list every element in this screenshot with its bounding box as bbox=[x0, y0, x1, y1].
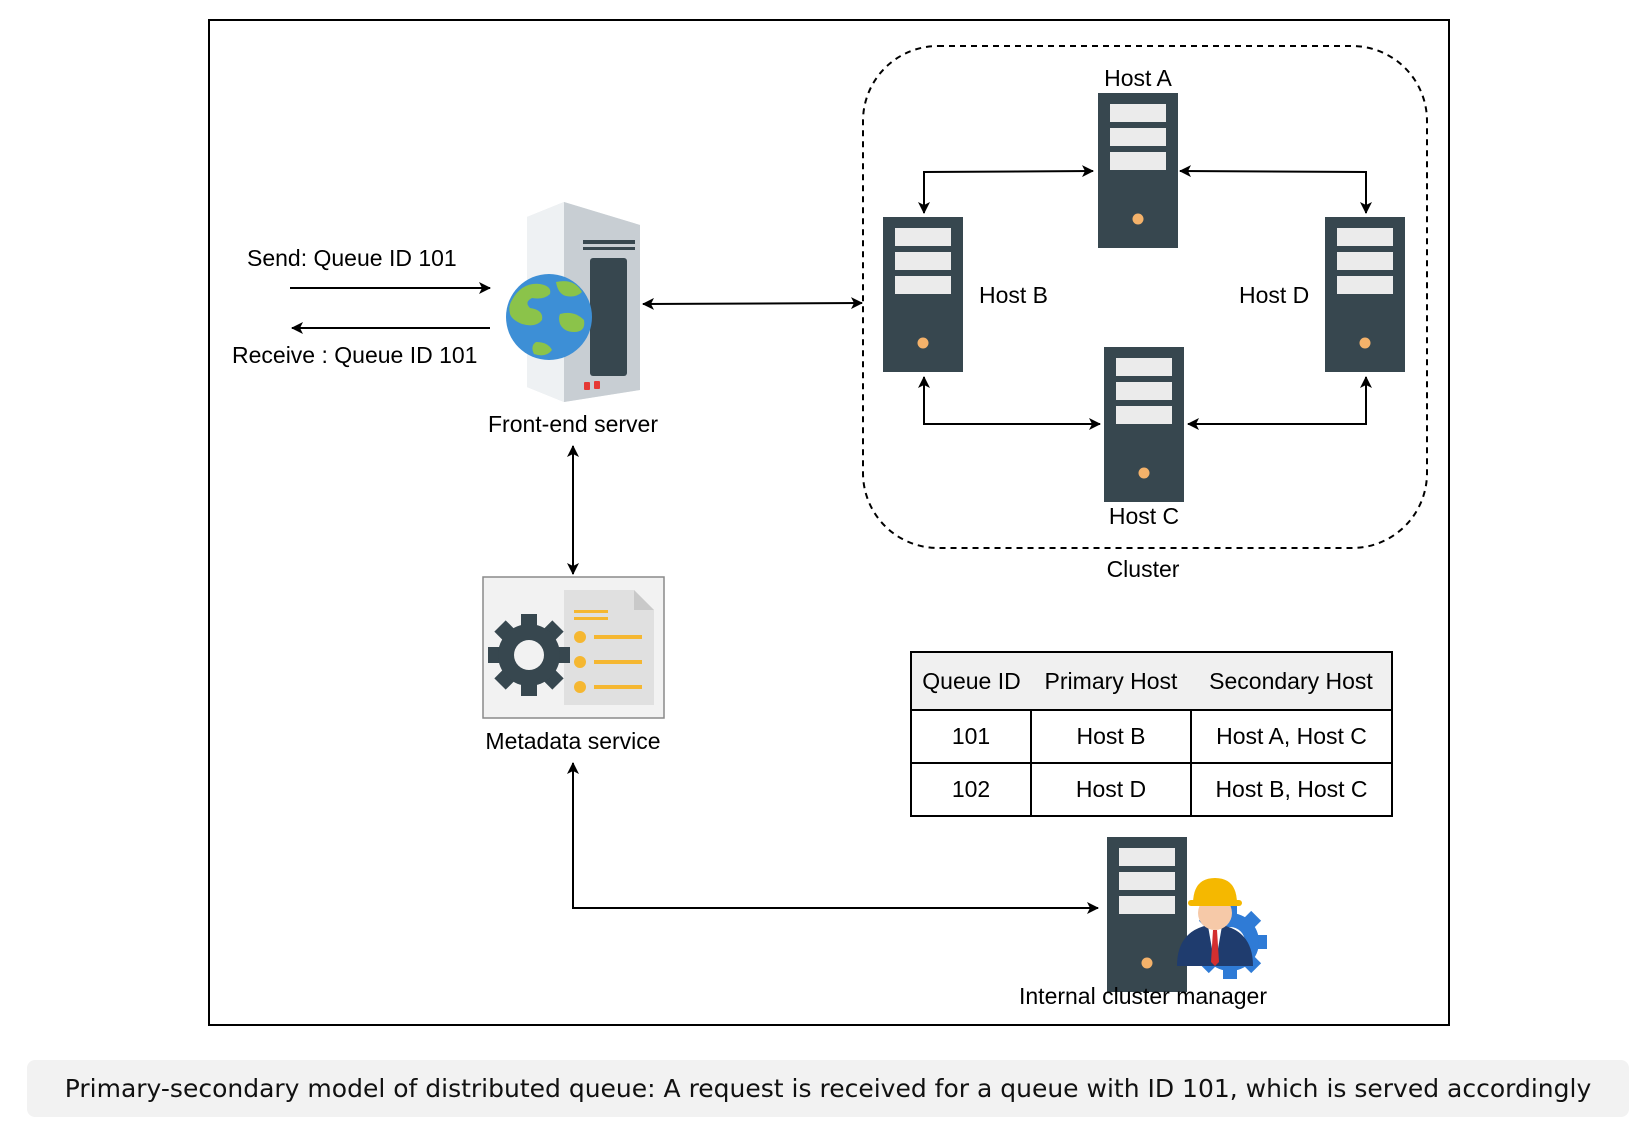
diagram-frame bbox=[208, 19, 1450, 1026]
host-a-label: Host A bbox=[1104, 65, 1172, 91]
internal-cluster-manager-label: Internal cluster manager bbox=[1018, 983, 1268, 1009]
table-cell: Host A, Host C bbox=[1190, 709, 1393, 764]
table-row: 102 Host D Host B, Host C bbox=[910, 762, 1393, 817]
figure-caption: Primary-secondary model of distributed q… bbox=[27, 1060, 1629, 1117]
table-header: Secondary Host bbox=[1191, 651, 1393, 711]
host-d-icon bbox=[1325, 217, 1405, 372]
table-cell: 102 bbox=[910, 762, 1032, 817]
send-label: Send: Queue ID 101 bbox=[247, 245, 457, 271]
host-d-label: Host D bbox=[1239, 282, 1310, 308]
manager-server-icon bbox=[1107, 837, 1187, 992]
table-header: Queue ID bbox=[910, 651, 1031, 711]
metadata-service-label: Metadata service bbox=[485, 728, 661, 754]
host-b-icon bbox=[883, 217, 963, 372]
table-cell: Host B bbox=[1030, 709, 1192, 764]
table-cell: 101 bbox=[910, 709, 1032, 764]
engineer-with-gear-icon bbox=[1177, 878, 1267, 979]
host-b-label: Host B bbox=[979, 282, 1049, 308]
host-a-icon bbox=[1098, 93, 1178, 248]
caption-text: Primary-secondary model of distributed q… bbox=[64, 1074, 1592, 1103]
table-row: 101 Host B Host A, Host C bbox=[910, 709, 1393, 764]
table-cell: Host D bbox=[1030, 762, 1192, 817]
architecture-diagram bbox=[208, 19, 1450, 1026]
front-end-server-label: Front-end server bbox=[487, 411, 659, 437]
table-header-row: Queue ID Primary Host Secondary Host bbox=[910, 651, 1393, 711]
gear-document-icon bbox=[482, 576, 665, 719]
host-c-label: Host C bbox=[1108, 503, 1180, 529]
web-server-globe-icon bbox=[506, 202, 640, 402]
receive-label: Receive : Queue ID 101 bbox=[232, 342, 478, 368]
host-c-icon bbox=[1104, 347, 1184, 502]
cluster-label: Cluster bbox=[1106, 556, 1180, 582]
table-cell: Host B, Host C bbox=[1190, 762, 1393, 817]
queue-assignment-table: Queue ID Primary Host Secondary Host 101… bbox=[910, 651, 1393, 817]
cluster-links bbox=[290, 165, 1372, 914]
table-header: Primary Host bbox=[1031, 651, 1191, 711]
cluster-boundary bbox=[862, 45, 1428, 549]
